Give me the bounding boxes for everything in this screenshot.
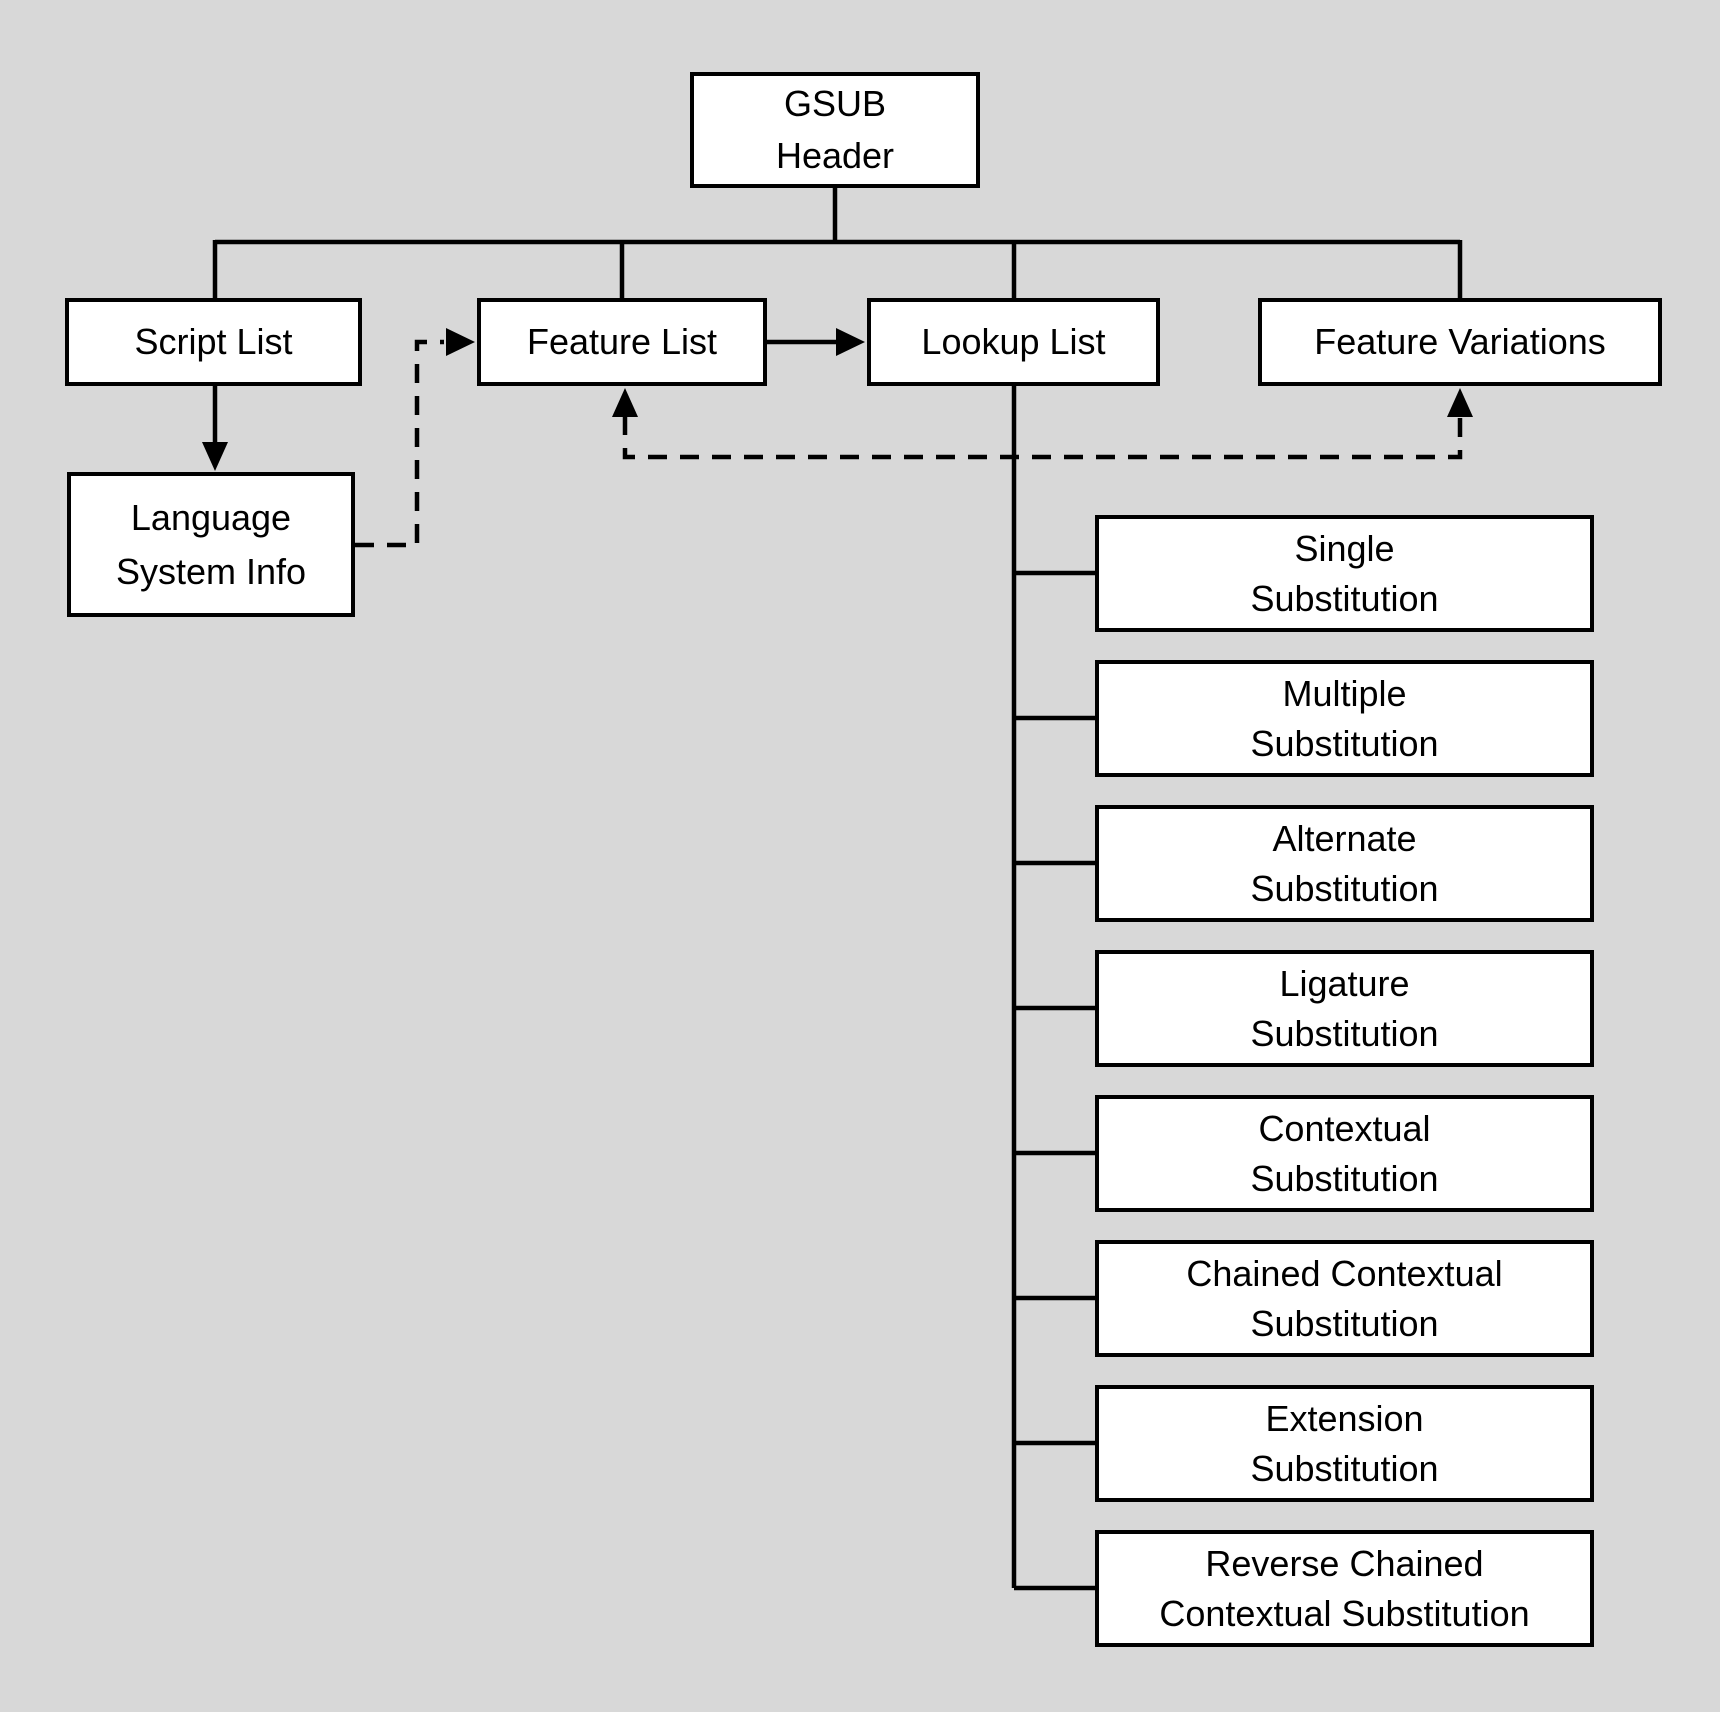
script-to-langsys-arrowhead bbox=[202, 442, 228, 471]
lookup-trunk-connector bbox=[1011, 386, 1097, 1591]
node-lookup-list: Lookup List bbox=[867, 298, 1160, 386]
node-ligature-substitution: Ligature Substitution bbox=[1095, 950, 1594, 1067]
node-alternate-substitution: Alternate Substitution bbox=[1095, 805, 1594, 922]
header-tree-connector bbox=[212, 186, 1463, 298]
node-reverse-chained-contextual-substitution-label: Reverse Chained Contextual Substitution bbox=[1159, 1542, 1530, 1634]
node-script-list-label: Script List bbox=[134, 321, 293, 362]
node-feature-variations: Feature Variations bbox=[1258, 298, 1662, 386]
node-script-list: Script List bbox=[65, 298, 362, 386]
node-contextual-substitution-label: Contextual Substitution bbox=[1250, 1107, 1439, 1199]
langsys-to-feature-arrowhead bbox=[446, 328, 475, 356]
node-multiple-substitution-label: Multiple Substitution bbox=[1250, 672, 1439, 764]
node-extension-substitution: Extension Substitution bbox=[1095, 1385, 1594, 1502]
feature-list-up-arrowhead bbox=[612, 388, 638, 417]
node-contextual-substitution: Contextual Substitution bbox=[1095, 1095, 1594, 1212]
node-language-system-info: Language System Info bbox=[67, 472, 355, 617]
node-single-substitution: Single Substitution bbox=[1095, 515, 1594, 632]
feature-reference-dashed-connector bbox=[622, 416, 1463, 460]
node-gsub-header: GSUB Header bbox=[690, 72, 980, 188]
node-gsub-header-label: GSUB Header bbox=[775, 83, 895, 176]
node-multiple-substitution: Multiple Substitution bbox=[1095, 660, 1594, 777]
node-feature-list-label: Feature List bbox=[526, 321, 718, 362]
node-language-system-info-label: Language System Info bbox=[115, 496, 307, 592]
node-chained-contextual-substitution-label: Chained Contextual Substitution bbox=[1186, 1252, 1503, 1344]
feature-variations-up-arrowhead bbox=[1447, 388, 1473, 417]
node-single-substitution-label: Single Substitution bbox=[1250, 527, 1439, 619]
feature-to-lookup-arrowhead bbox=[836, 328, 865, 356]
node-ligature-substitution-label: Ligature Substitution bbox=[1250, 962, 1439, 1054]
node-alternate-substitution-label: Alternate Substitution bbox=[1250, 817, 1439, 909]
langsys-to-feature-dashed-connector bbox=[355, 339, 444, 548]
node-extension-substitution-label: Extension Substitution bbox=[1250, 1397, 1439, 1489]
node-feature-list: Feature List bbox=[477, 298, 767, 386]
node-reverse-chained-contextual-substitution: Reverse Chained Contextual Substitution bbox=[1095, 1530, 1594, 1647]
node-feature-variations-label: Feature Variations bbox=[1314, 321, 1606, 362]
node-chained-contextual-substitution: Chained Contextual Substitution bbox=[1095, 1240, 1594, 1357]
node-lookup-list-label: Lookup List bbox=[921, 321, 1106, 362]
